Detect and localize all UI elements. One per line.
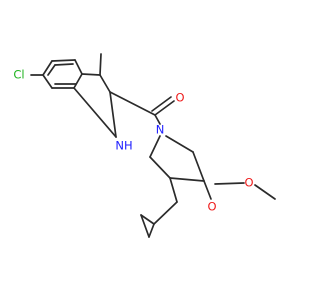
piperidine-nitrogen-label: N bbox=[156, 123, 165, 137]
bond-14 bbox=[99, 53, 102, 76]
bond-22 bbox=[192, 151, 205, 182]
bond-20 bbox=[149, 156, 171, 179]
bond-7 bbox=[54, 63, 74, 66]
bond-9 bbox=[47, 64, 56, 76]
bond-12 bbox=[109, 91, 117, 138]
bond-31 bbox=[254, 184, 276, 200]
bond-23 bbox=[165, 135, 194, 153]
bond-28 bbox=[148, 223, 155, 238]
bond-30 bbox=[214, 182, 245, 185]
bond-29 bbox=[203, 180, 212, 200]
bond-4 bbox=[73, 73, 83, 89]
bond-15 bbox=[109, 91, 156, 116]
ester-carbonyl-oxygen-label: O bbox=[207, 200, 216, 214]
bond-13 bbox=[73, 87, 117, 138]
bond-25 bbox=[153, 201, 178, 225]
bond-21 bbox=[169, 177, 205, 182]
bond-24 bbox=[169, 177, 178, 203]
bond-layer bbox=[30, 53, 276, 238]
ketone-oxygen-label: O bbox=[175, 91, 184, 105]
bond-2 bbox=[51, 59, 76, 62]
ester-oxygen-label: O bbox=[244, 176, 253, 190]
bond-11 bbox=[99, 74, 111, 93]
bond-10 bbox=[81, 73, 101, 76]
bond-3 bbox=[74, 59, 83, 75]
bond-1 bbox=[42, 60, 53, 76]
bond-17 bbox=[151, 96, 172, 112]
chlorine-label: Cl bbox=[13, 68, 24, 82]
bond-26 bbox=[140, 214, 155, 225]
indole-nh-label: NH bbox=[115, 139, 132, 153]
bond-27 bbox=[140, 214, 150, 238]
bond-19 bbox=[149, 135, 161, 158]
molecule-diagram: Cl NH O N O O bbox=[13, 53, 276, 238]
bond-6 bbox=[42, 74, 53, 89]
atom-label-layer: Cl NH O N O O bbox=[13, 68, 253, 214]
bond-16 bbox=[154, 100, 175, 116]
bond-18 bbox=[154, 114, 161, 125]
